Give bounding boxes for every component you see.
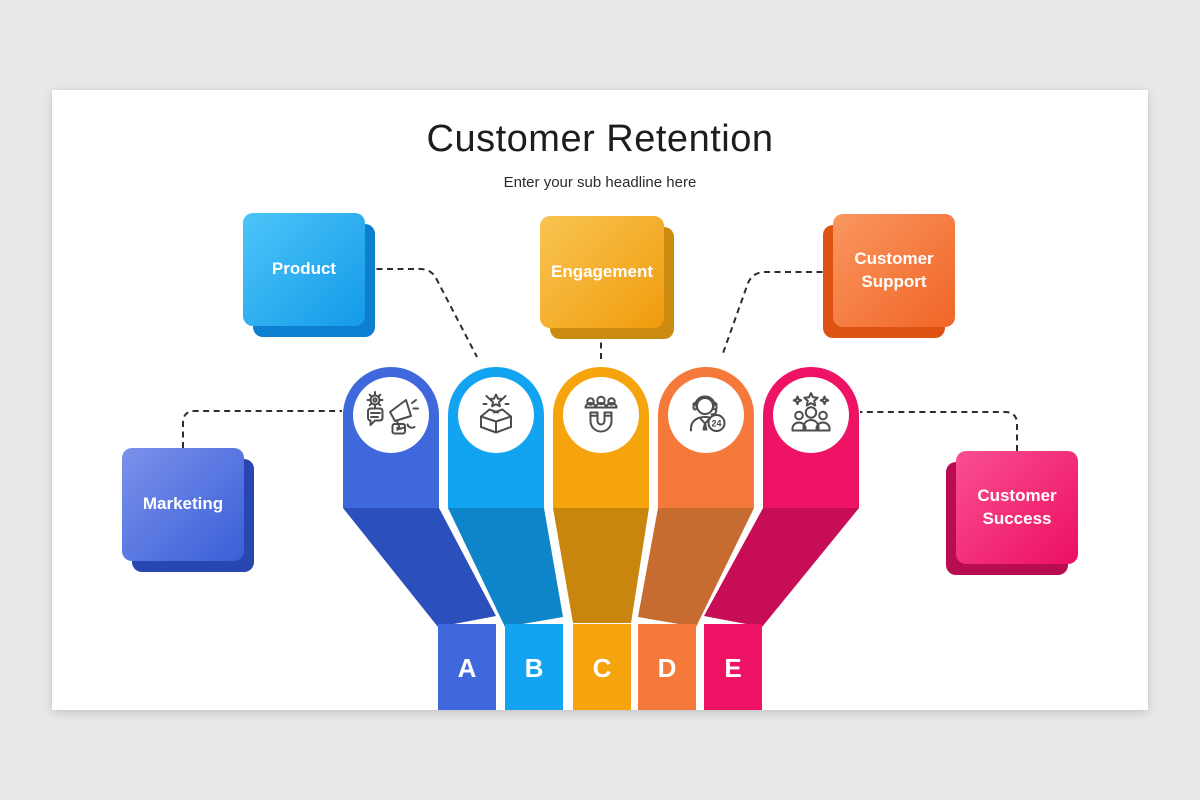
box-label-engagement: Engagement: [540, 216, 664, 328]
node-box-product[interactable]: Product: [243, 213, 375, 337]
page-subtitle: Enter your sub headline here: [503, 174, 697, 191]
box-label-product: Product: [243, 213, 365, 326]
box-label-support: Customer Support: [833, 214, 955, 327]
box-label-success: Customer Success: [956, 451, 1078, 564]
node-box-support[interactable]: Customer Support: [823, 214, 955, 338]
node-box-engagement[interactable]: Engagement: [540, 216, 674, 339]
box-label-marketing: Marketing: [122, 448, 244, 561]
node-box-marketing[interactable]: Marketing: [122, 448, 254, 572]
node-box-success[interactable]: Customer Success: [946, 451, 1078, 575]
page-title: Customer Retention: [426, 118, 774, 160]
